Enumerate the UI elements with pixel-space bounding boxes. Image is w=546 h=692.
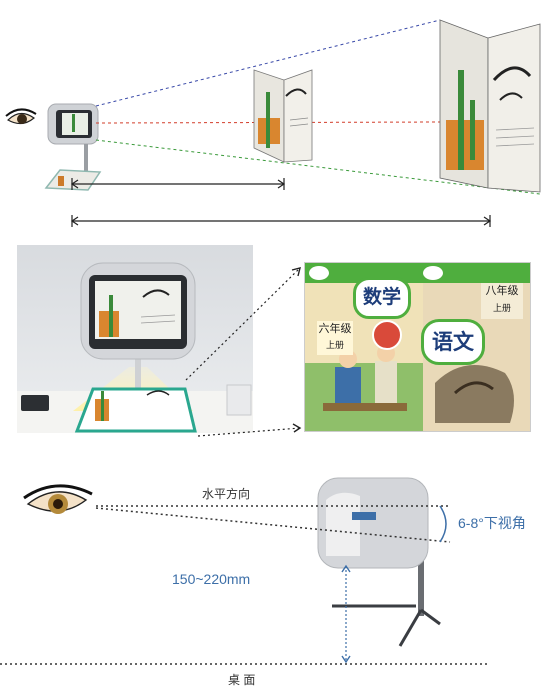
book-image-medium <box>253 69 313 163</box>
magnification-diagram <box>5 19 541 227</box>
math-title-badge: 数学 <box>353 277 411 319</box>
height-label: 150~220mm <box>172 571 250 587</box>
viewing-angle-diagram: 水平方向 6-8°下视角 150~220mm 桌 面 <box>0 477 526 687</box>
chinese-grade-box: 八年级 上册 <box>481 283 523 319</box>
chinese-volume: 上册 <box>492 303 511 313</box>
height-arrow <box>341 564 351 664</box>
covers-illustration <box>305 263 530 431</box>
book-icon <box>44 169 102 191</box>
sight-line-top <box>95 19 441 107</box>
downward-line <box>95 507 451 543</box>
eye-icon <box>5 108 37 125</box>
reader-device-icon <box>47 103 99 172</box>
horizontal-label: 水平方向 <box>202 486 250 501</box>
distance-arrow-near <box>70 178 286 190</box>
reader-device-icon <box>317 477 441 647</box>
math-grade: 六年级 <box>318 323 352 335</box>
angle-label: 6-8°下视角 <box>458 515 526 531</box>
eye-icon <box>23 484 93 514</box>
zoom-connector <box>185 267 302 437</box>
desk-label: 桌 面 <box>228 673 255 687</box>
sight-line-bottom <box>95 139 541 195</box>
chinese-title: 语文 <box>432 329 474 354</box>
textbook-covers: 数学 六年级 上册 八年级 上册 语文 <box>304 262 531 432</box>
math-grade-box: 六年级 上册 <box>317 321 353 355</box>
distance-arrow-far <box>70 215 492 227</box>
angle-bracket <box>439 505 447 543</box>
math-volume: 上册 <box>325 340 344 350</box>
book-image-large <box>439 19 541 193</box>
math-title: 数学 <box>362 287 401 308</box>
chinese-grade: 八年级 <box>485 285 519 297</box>
chinese-title-badge: 语文 <box>421 319 485 365</box>
product-photo <box>17 245 253 433</box>
